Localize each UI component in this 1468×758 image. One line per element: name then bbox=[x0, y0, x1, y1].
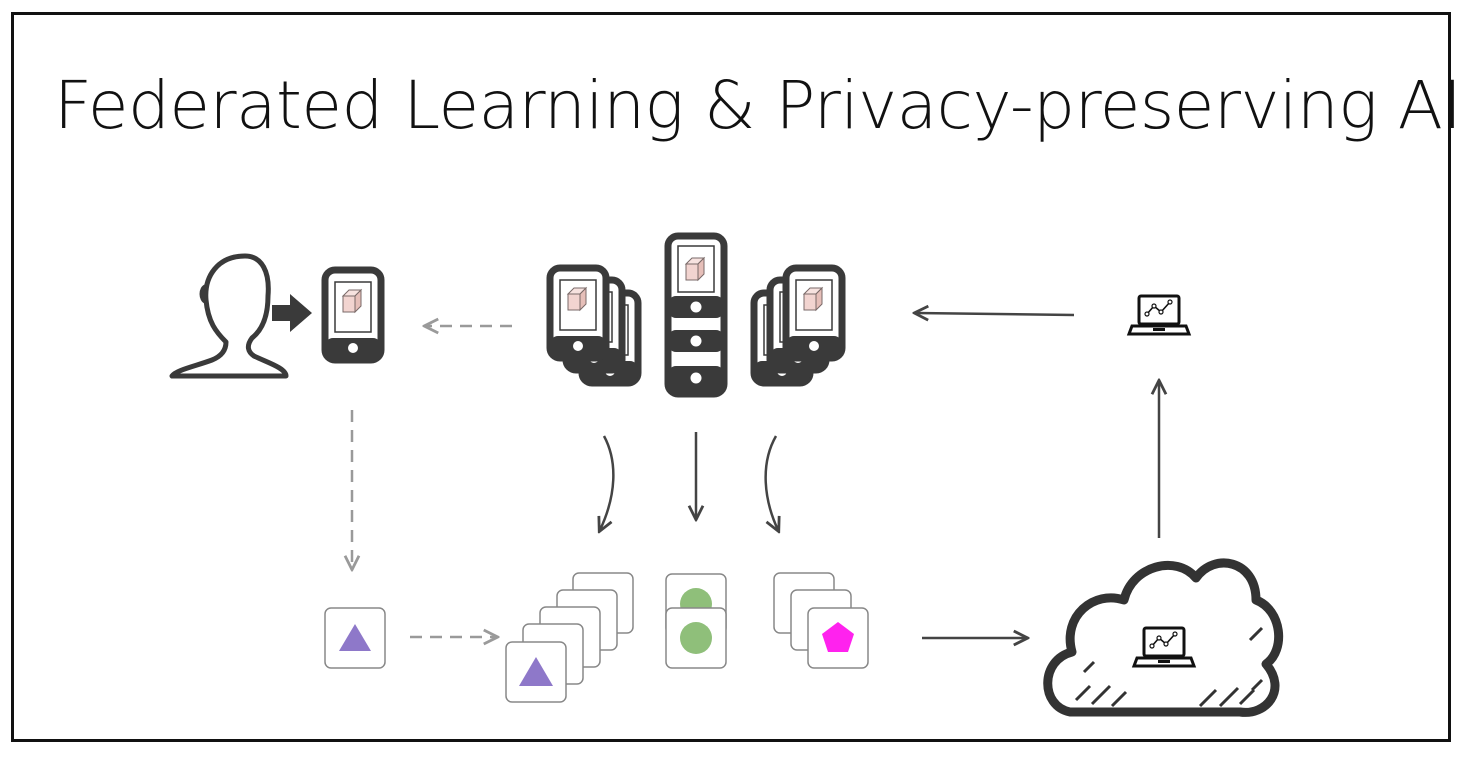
right-arrow-icon bbox=[272, 294, 312, 332]
triangle-icon bbox=[519, 657, 553, 686]
phone-stack-3 bbox=[754, 268, 842, 383]
arrow-stack3-to-updates bbox=[764, 435, 778, 530]
circle-update-stack bbox=[665, 573, 727, 669]
laptop-chart-icon bbox=[1132, 626, 1196, 668]
cube-icon bbox=[803, 287, 823, 311]
arrow-laptop-to-devices bbox=[916, 313, 1075, 315]
phone-stack-2 bbox=[664, 232, 728, 398]
arrow-stack1-to-updates bbox=[600, 435, 615, 530]
circle-icon bbox=[680, 622, 712, 654]
pentagon-update-stack bbox=[773, 572, 869, 669]
triangle-update-stack bbox=[505, 572, 634, 703]
phone-stack-1 bbox=[550, 268, 638, 383]
slide-title: Federated Learning & Privacy-preserving … bbox=[54, 67, 1462, 144]
cube-icon bbox=[342, 289, 362, 313]
cube-icon bbox=[567, 287, 587, 311]
pentagon-icon bbox=[822, 622, 854, 652]
triangle-icon bbox=[339, 624, 371, 651]
user-silhouette-icon bbox=[169, 253, 289, 379]
smartphone-icon bbox=[325, 270, 381, 360]
triangle-update-card bbox=[324, 607, 386, 669]
laptop-chart-icon bbox=[1127, 294, 1191, 336]
cube-icon bbox=[685, 257, 705, 281]
